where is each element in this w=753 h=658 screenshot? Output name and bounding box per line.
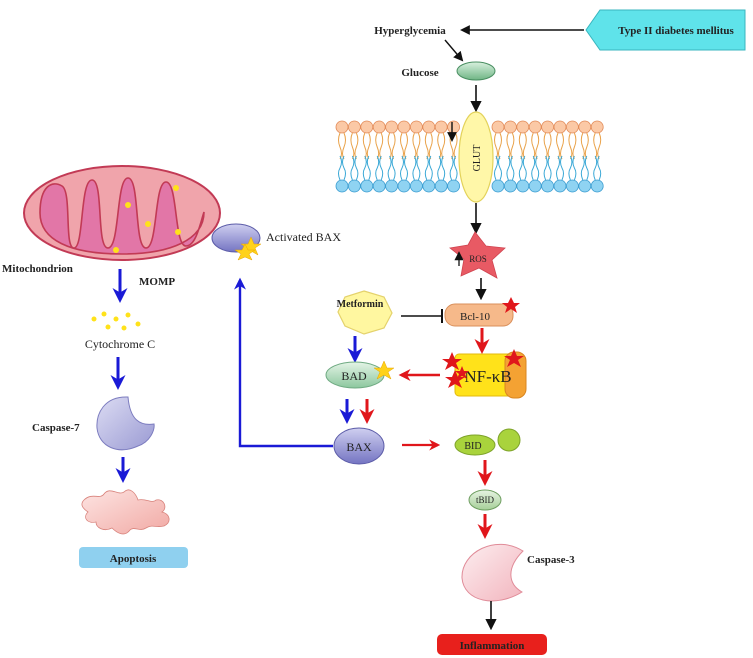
glucose-label: Glucose [401, 67, 438, 79]
cytochrome-c-label: Cytochrome C [85, 337, 155, 351]
glut-transporter [458, 111, 494, 203]
bax-label: BAX [346, 440, 372, 454]
nfkb-star-icon [442, 352, 462, 370]
bcl10-star-icon [502, 297, 520, 313]
hyperglycemia-label: Hyperglycemia [374, 25, 446, 37]
tbid-node: tBID [468, 489, 502, 511]
bid-label: BID [464, 441, 481, 452]
cell-membrane [335, 120, 604, 193]
apoptosis-label: Apoptosis [110, 553, 157, 565]
nfkb-label: NF-κB [464, 367, 511, 386]
type2-diabetes-node: Type II diabetes mellitus [585, 9, 746, 51]
bax-node: BAX [333, 427, 385, 465]
type2-diabetes-label: Type II diabetes mellitus [618, 25, 734, 37]
momp-label: MOMP [139, 276, 175, 288]
activated-bax-label: Activated BAX [266, 230, 341, 244]
tbid-label: tBID [476, 495, 495, 505]
bad-star-icon [373, 360, 395, 380]
ros-label: ROS [469, 254, 487, 264]
bad-node: BAD [325, 361, 385, 389]
caspase7-node [96, 396, 155, 451]
inhibition-metformin-bcl10 [401, 309, 443, 323]
arrow-bax-to-activated-bax [234, 277, 333, 448]
metformin-label: Metformin [337, 299, 384, 310]
bid-node: BID [454, 428, 521, 456]
bad-label: BAD [341, 369, 367, 383]
nfkb-star-icon [445, 370, 465, 388]
bcl10-node: Bcl-10 [444, 303, 514, 327]
nfkb-star-icon [504, 349, 524, 367]
activated-bax-star-icon [234, 243, 256, 261]
metformin-node: Metformin [337, 290, 393, 335]
inflammation-node: Inflammation [437, 634, 547, 655]
ros-node: ROS [449, 231, 506, 279]
mitochondrion-node [23, 165, 221, 261]
apoptosis-node: Apoptosis [79, 547, 188, 568]
apoptotic-cell-icon [81, 489, 170, 535]
mitochondrion-label: Mitochondrion [2, 263, 73, 275]
caspase3-label: Caspase-3 [527, 554, 575, 566]
glucose-node [456, 61, 496, 81]
arrow-hyperglycemia-to-glucose [444, 39, 464, 62]
inflammation-label: Inflammation [460, 640, 525, 652]
glut-label: GLUT [472, 145, 483, 172]
cytochrome-c-dots [91, 311, 141, 331]
bcl10-label: Bcl-10 [460, 311, 490, 323]
caspase3-node [461, 543, 524, 602]
caspase7-label: Caspase-7 [32, 422, 80, 434]
nfkb-star-icon [455, 366, 469, 379]
